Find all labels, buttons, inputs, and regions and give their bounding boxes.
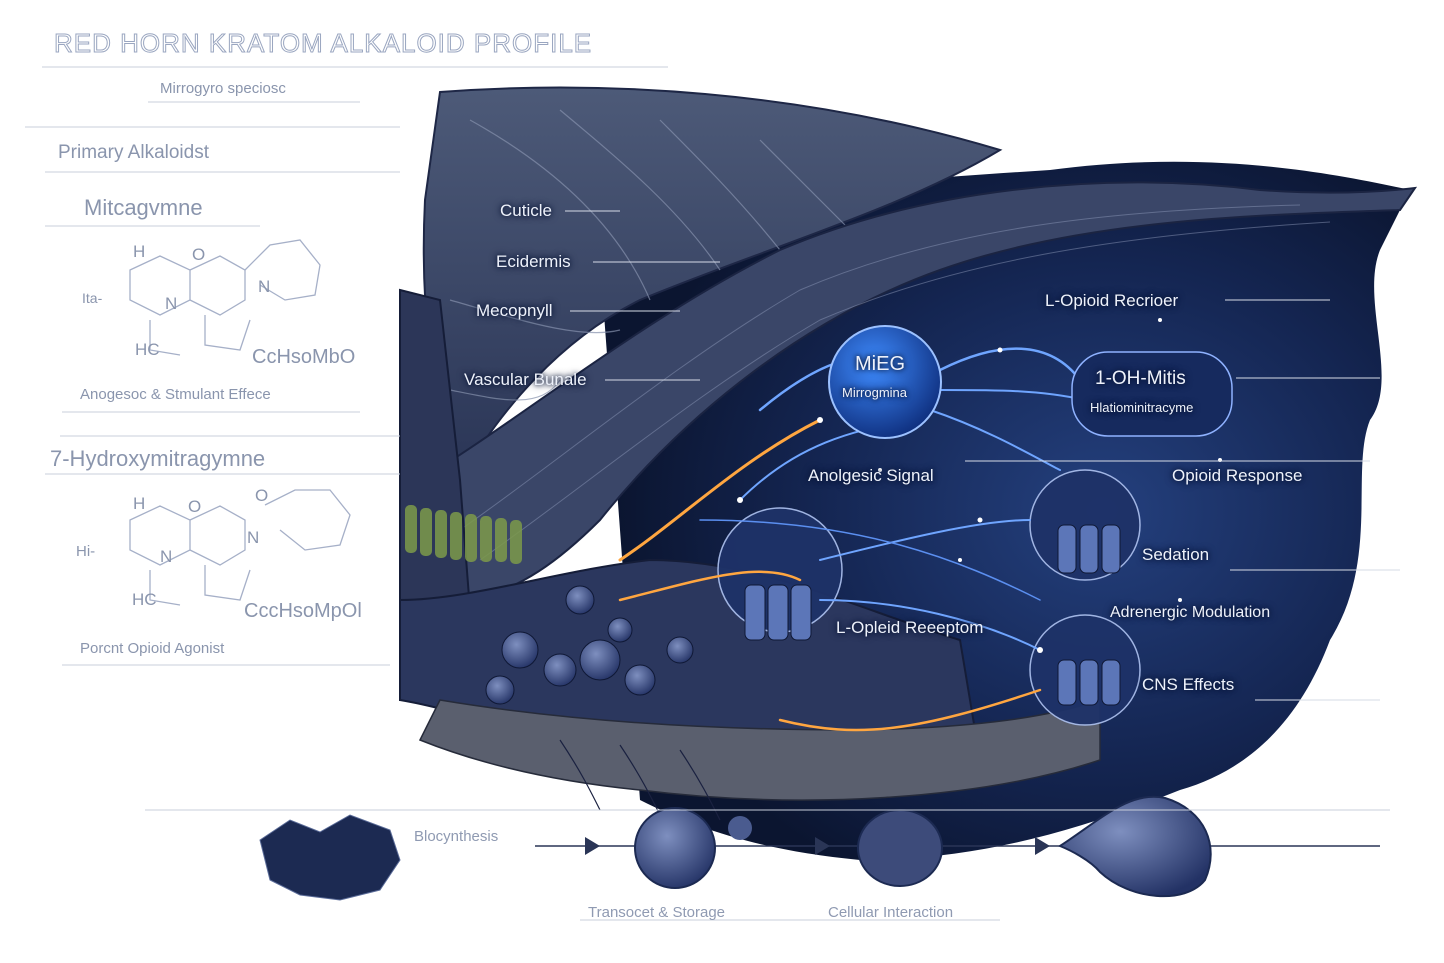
compound1-atom-n2: N bbox=[258, 277, 271, 296]
mesophyll-label: Mecopnyll bbox=[476, 301, 553, 320]
opioid-receptor-bottom-label: L-Opleid Reeeptom bbox=[836, 618, 984, 637]
mitragynine-structure bbox=[129, 239, 321, 356]
opioid-receptor-top-label: L-Opioid Recrioer bbox=[1045, 291, 1179, 310]
cns-effects-label: CNS Effects bbox=[1142, 675, 1235, 694]
compound1-atom-h: H bbox=[133, 242, 146, 261]
biosynthesis-cluster bbox=[259, 814, 401, 901]
compound1-atom-n1: N bbox=[165, 294, 178, 313]
compound1-name: Mitcagvmne bbox=[84, 195, 203, 220]
compound1-formula: CcHsoMbO bbox=[252, 346, 356, 368]
page-title: RED HORN KRATOM ALKALOID PROFILE bbox=[53, 28, 593, 59]
compound1-atom-hc: HC bbox=[135, 340, 160, 359]
vascular-bundle-label: Vascular Bunale bbox=[464, 370, 587, 389]
sedation-label: Sedation bbox=[1142, 545, 1210, 564]
cuticle-label: Cuticle bbox=[500, 201, 552, 220]
biosynthesis-label: Blocynthesis bbox=[414, 828, 499, 845]
epidermis-label: Ecidermis bbox=[496, 252, 571, 271]
compound2-atom-o2: O bbox=[255, 486, 269, 505]
compound1-atom-left: Ita- bbox=[82, 290, 103, 306]
compound2-atom-h: H bbox=[133, 494, 146, 513]
compound2-atom-left: Hi- bbox=[76, 543, 96, 560]
opioid-response-label: Opioid Response bbox=[1172, 466, 1303, 485]
transport-storage-label: Transocet & Storage bbox=[588, 904, 726, 921]
receptor-droplet bbox=[1057, 795, 1212, 898]
compound2-atom-hc: HC bbox=[132, 590, 157, 609]
oh-node bbox=[1071, 351, 1233, 437]
analgesic-signal-label: Anolgesic Signal bbox=[808, 466, 934, 485]
compound1-atom-o: O bbox=[192, 245, 206, 264]
mieg-node bbox=[828, 325, 942, 439]
mieg-title: MiEG bbox=[855, 353, 905, 375]
compound2-formula: CccHsoMpOl bbox=[244, 600, 362, 622]
compound2-name: 7-Hydroxymitragymne bbox=[50, 446, 266, 471]
species-name: Mirrogyro speciosc bbox=[160, 80, 286, 97]
compound2-atom-n2: N bbox=[247, 528, 260, 547]
oh-title: 1-OH-Mitis bbox=[1095, 368, 1186, 389]
cellular-interaction-label: Cellular Interaction bbox=[828, 904, 954, 921]
compound2-atom-n1: N bbox=[160, 547, 173, 566]
compound1-effect: Anogesoc & Stmulant Effece bbox=[80, 386, 271, 403]
compound2-atom-o1: O bbox=[188, 497, 202, 516]
alkaloids-section-title: Primary Alkaloidst bbox=[58, 142, 209, 163]
oh-subtitle: Hlatiominitracyme bbox=[1090, 400, 1194, 415]
compound2-effect: Porcnt Opioid Agonist bbox=[80, 640, 225, 657]
mieg-subtitle: Mirrogmina bbox=[842, 385, 908, 400]
adrenergic-label: Adrenergic Modulation bbox=[1110, 604, 1271, 621]
cell-interaction bbox=[857, 809, 943, 887]
hydroxymitragynine-structure bbox=[129, 489, 351, 606]
vein-layer bbox=[418, 698, 1101, 801]
transport-vesicle bbox=[634, 807, 716, 889]
